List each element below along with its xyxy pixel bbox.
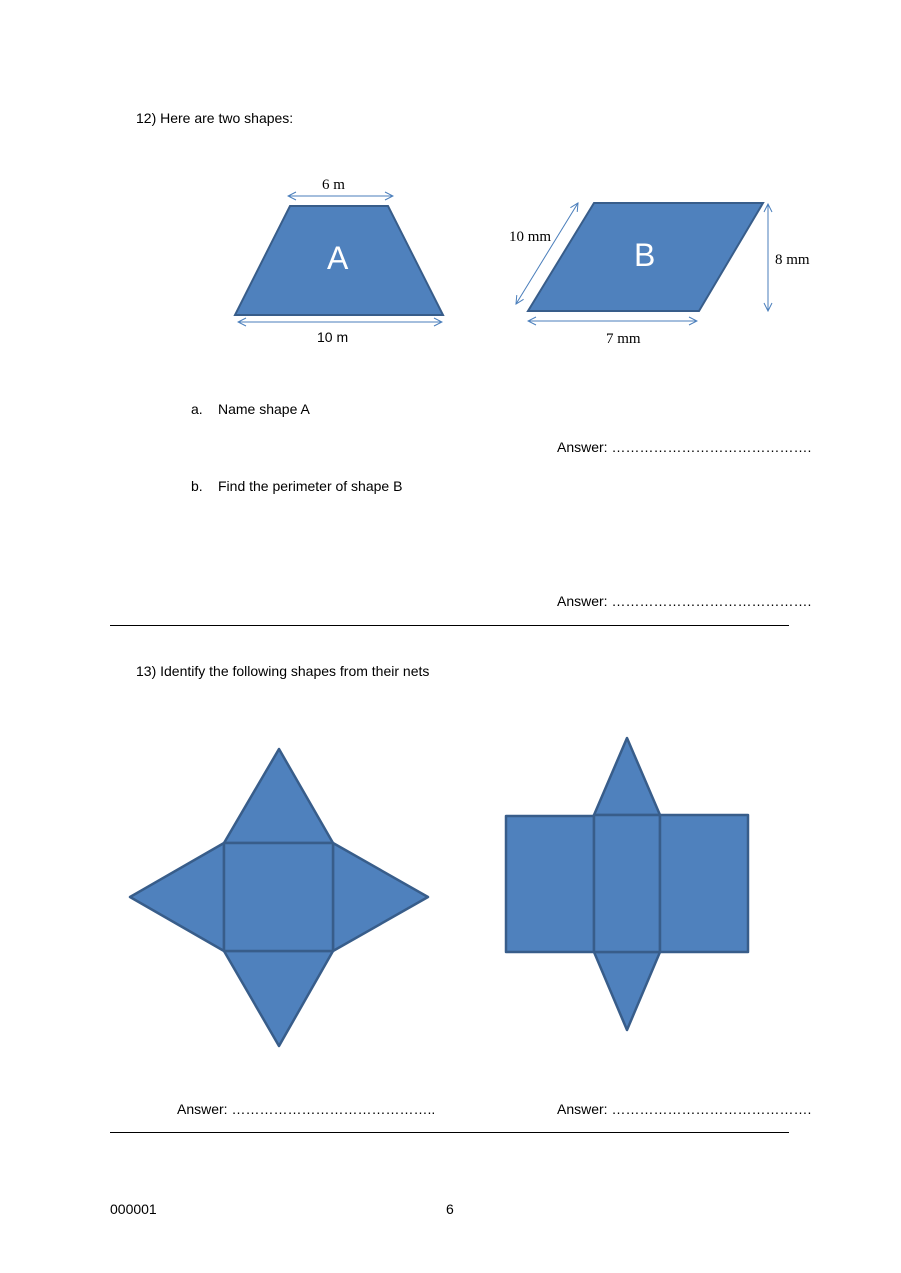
pyramid-square-base [222, 841, 335, 953]
prism-top-triangle [592, 736, 662, 817]
shape-b-height-label: 8 mm [775, 252, 810, 268]
net-triangular-prism [504, 736, 750, 1032]
q13-answer-left[interactable]: Answer: …………………………………….. [177, 1101, 436, 1117]
pyramid-top-triangle [222, 747, 335, 845]
shape-b-slant-label: 10 mm [509, 229, 552, 245]
shape-a-letter: A [327, 240, 349, 276]
part-a-marker: a. [191, 401, 203, 417]
part-b-answer-line[interactable]: Answer: ……………………………………. [557, 593, 812, 609]
page-number: 6 [446, 1201, 454, 1217]
shape-a-top-label: 6 m [322, 177, 345, 193]
part-a-question: Name shape A [218, 401, 310, 417]
shape-a-bottom-label: 10 m [317, 329, 349, 345]
part-b-question: Find the perimeter of shape B [218, 478, 403, 494]
shape-b-slant-arrow [516, 203, 578, 304]
q12-title: 12) Here are two shapes: [136, 110, 294, 126]
pyramid-right-triangle [331, 841, 430, 953]
pyramid-left-triangle [128, 841, 226, 953]
net-square-pyramid [128, 747, 430, 1048]
q13-answer-right[interactable]: Answer: ……………………………………. [557, 1101, 812, 1117]
shape-b-base-label: 7 mm [606, 331, 641, 347]
part-b-marker: b. [191, 478, 203, 494]
pyramid-bottom-triangle [222, 949, 335, 1048]
q13-title: 13) Identify the following shapes from t… [136, 663, 430, 679]
shape-a-trapezium [233, 205, 445, 316]
prism-right-rectangle [658, 813, 750, 954]
footer-code: 000001 [110, 1201, 157, 1217]
section-divider-bottom [110, 1132, 789, 1133]
section-divider [110, 625, 789, 626]
prism-middle-rectangle [592, 813, 662, 954]
prism-bottom-triangle [592, 950, 662, 1032]
shape-b-letter: B [634, 237, 656, 273]
part-a-answer-line[interactable]: Answer: ……………………………………. [557, 439, 812, 455]
prism-left-rectangle [504, 814, 596, 954]
